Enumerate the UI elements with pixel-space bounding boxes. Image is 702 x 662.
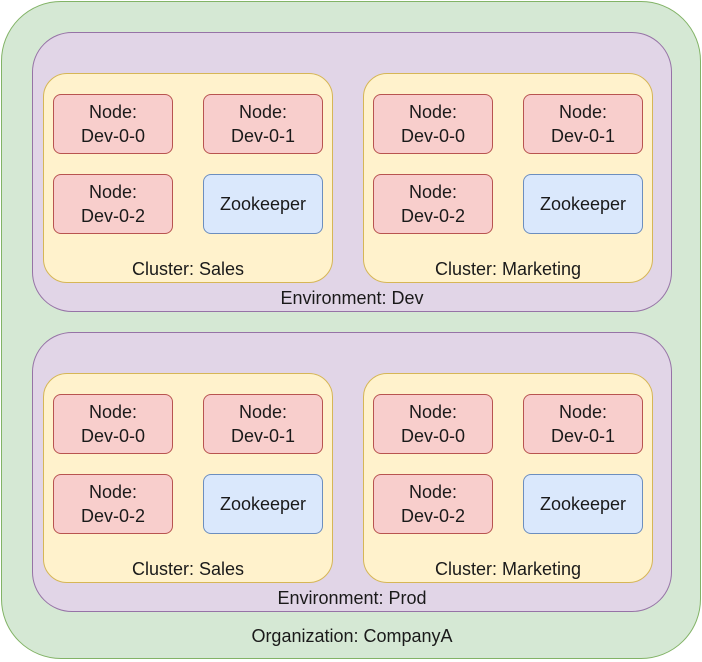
node-label: Node: [88,182,138,202]
zookeeper-box: Zookeeper [203,174,323,234]
cluster-label: Cluster: Sales [131,259,245,279]
node-label: Node: [558,102,608,122]
cluster-dev-marketing: Node: Dev-0-0 Node: Dev-0-1 Node: Dev-0-… [363,73,653,283]
environment-prod: Node: Dev-0-0 Node: Dev-0-1 Node: Dev-0-… [32,332,672,612]
node-label: Node: [238,102,288,122]
zookeeper-label: Zookeeper [219,194,307,214]
node-box: Node: Dev-0-1 [523,394,643,454]
node-id: Dev-0-0 [80,126,146,146]
cluster-dev-sales: Node: Dev-0-0 Node: Dev-0-1 Node: Dev-0-… [43,73,333,283]
node-id: Dev-0-1 [550,126,616,146]
organization-label: Organization: CompanyA [251,626,453,646]
node-label: Node: [88,482,138,502]
node-box: Node: Dev-0-2 [53,474,173,534]
zookeeper-label: Zookeeper [539,494,627,514]
cluster-label: Cluster: Sales [131,559,245,579]
node-id: Dev-0-0 [400,426,466,446]
node-box: Node: Dev-0-0 [53,394,173,454]
node-box: Node: Dev-0-1 [523,94,643,154]
node-label: Node: [408,102,458,122]
zookeeper-box: Zookeeper [523,174,643,234]
zookeeper-label: Zookeeper [539,194,627,214]
node-id: Dev-0-1 [230,126,296,146]
node-label: Node: [408,402,458,422]
node-box: Node: Dev-0-2 [373,474,493,534]
node-label: Node: [558,402,608,422]
node-label: Node: [88,402,138,422]
node-label: Node: [88,102,138,122]
node-box: Node: Dev-0-0 [53,94,173,154]
cluster-label: Cluster: Marketing [434,259,582,279]
environment-dev: Node: Dev-0-0 Node: Dev-0-1 Node: Dev-0-… [32,32,672,312]
environment-label: Environment: Prod [277,588,427,608]
node-box: Node: Dev-0-0 [373,94,493,154]
node-id: Dev-0-2 [80,206,146,226]
node-label: Node: [408,182,458,202]
node-box: Node: Dev-0-2 [373,174,493,234]
zookeeper-box: Zookeeper [523,474,643,534]
node-id: Dev-0-2 [80,506,146,526]
zookeeper-box: Zookeeper [203,474,323,534]
node-box: Node: Dev-0-1 [203,94,323,154]
cluster-label: Cluster: Marketing [434,559,582,579]
node-id: Dev-0-0 [400,126,466,146]
cluster-prod-marketing: Node: Dev-0-0 Node: Dev-0-1 Node: Dev-0-… [363,373,653,583]
node-label: Node: [238,402,288,422]
node-id: Dev-0-1 [550,426,616,446]
node-box: Node: Dev-0-0 [373,394,493,454]
zookeeper-label: Zookeeper [219,494,307,514]
node-box: Node: Dev-0-2 [53,174,173,234]
node-id: Dev-0-0 [80,426,146,446]
environment-label: Environment: Dev [280,288,424,308]
node-id: Dev-0-1 [230,426,296,446]
node-box: Node: Dev-0-1 [203,394,323,454]
node-label: Node: [408,482,458,502]
node-id: Dev-0-2 [400,506,466,526]
cluster-prod-sales: Node: Dev-0-0 Node: Dev-0-1 Node: Dev-0-… [43,373,333,583]
node-id: Dev-0-2 [400,206,466,226]
